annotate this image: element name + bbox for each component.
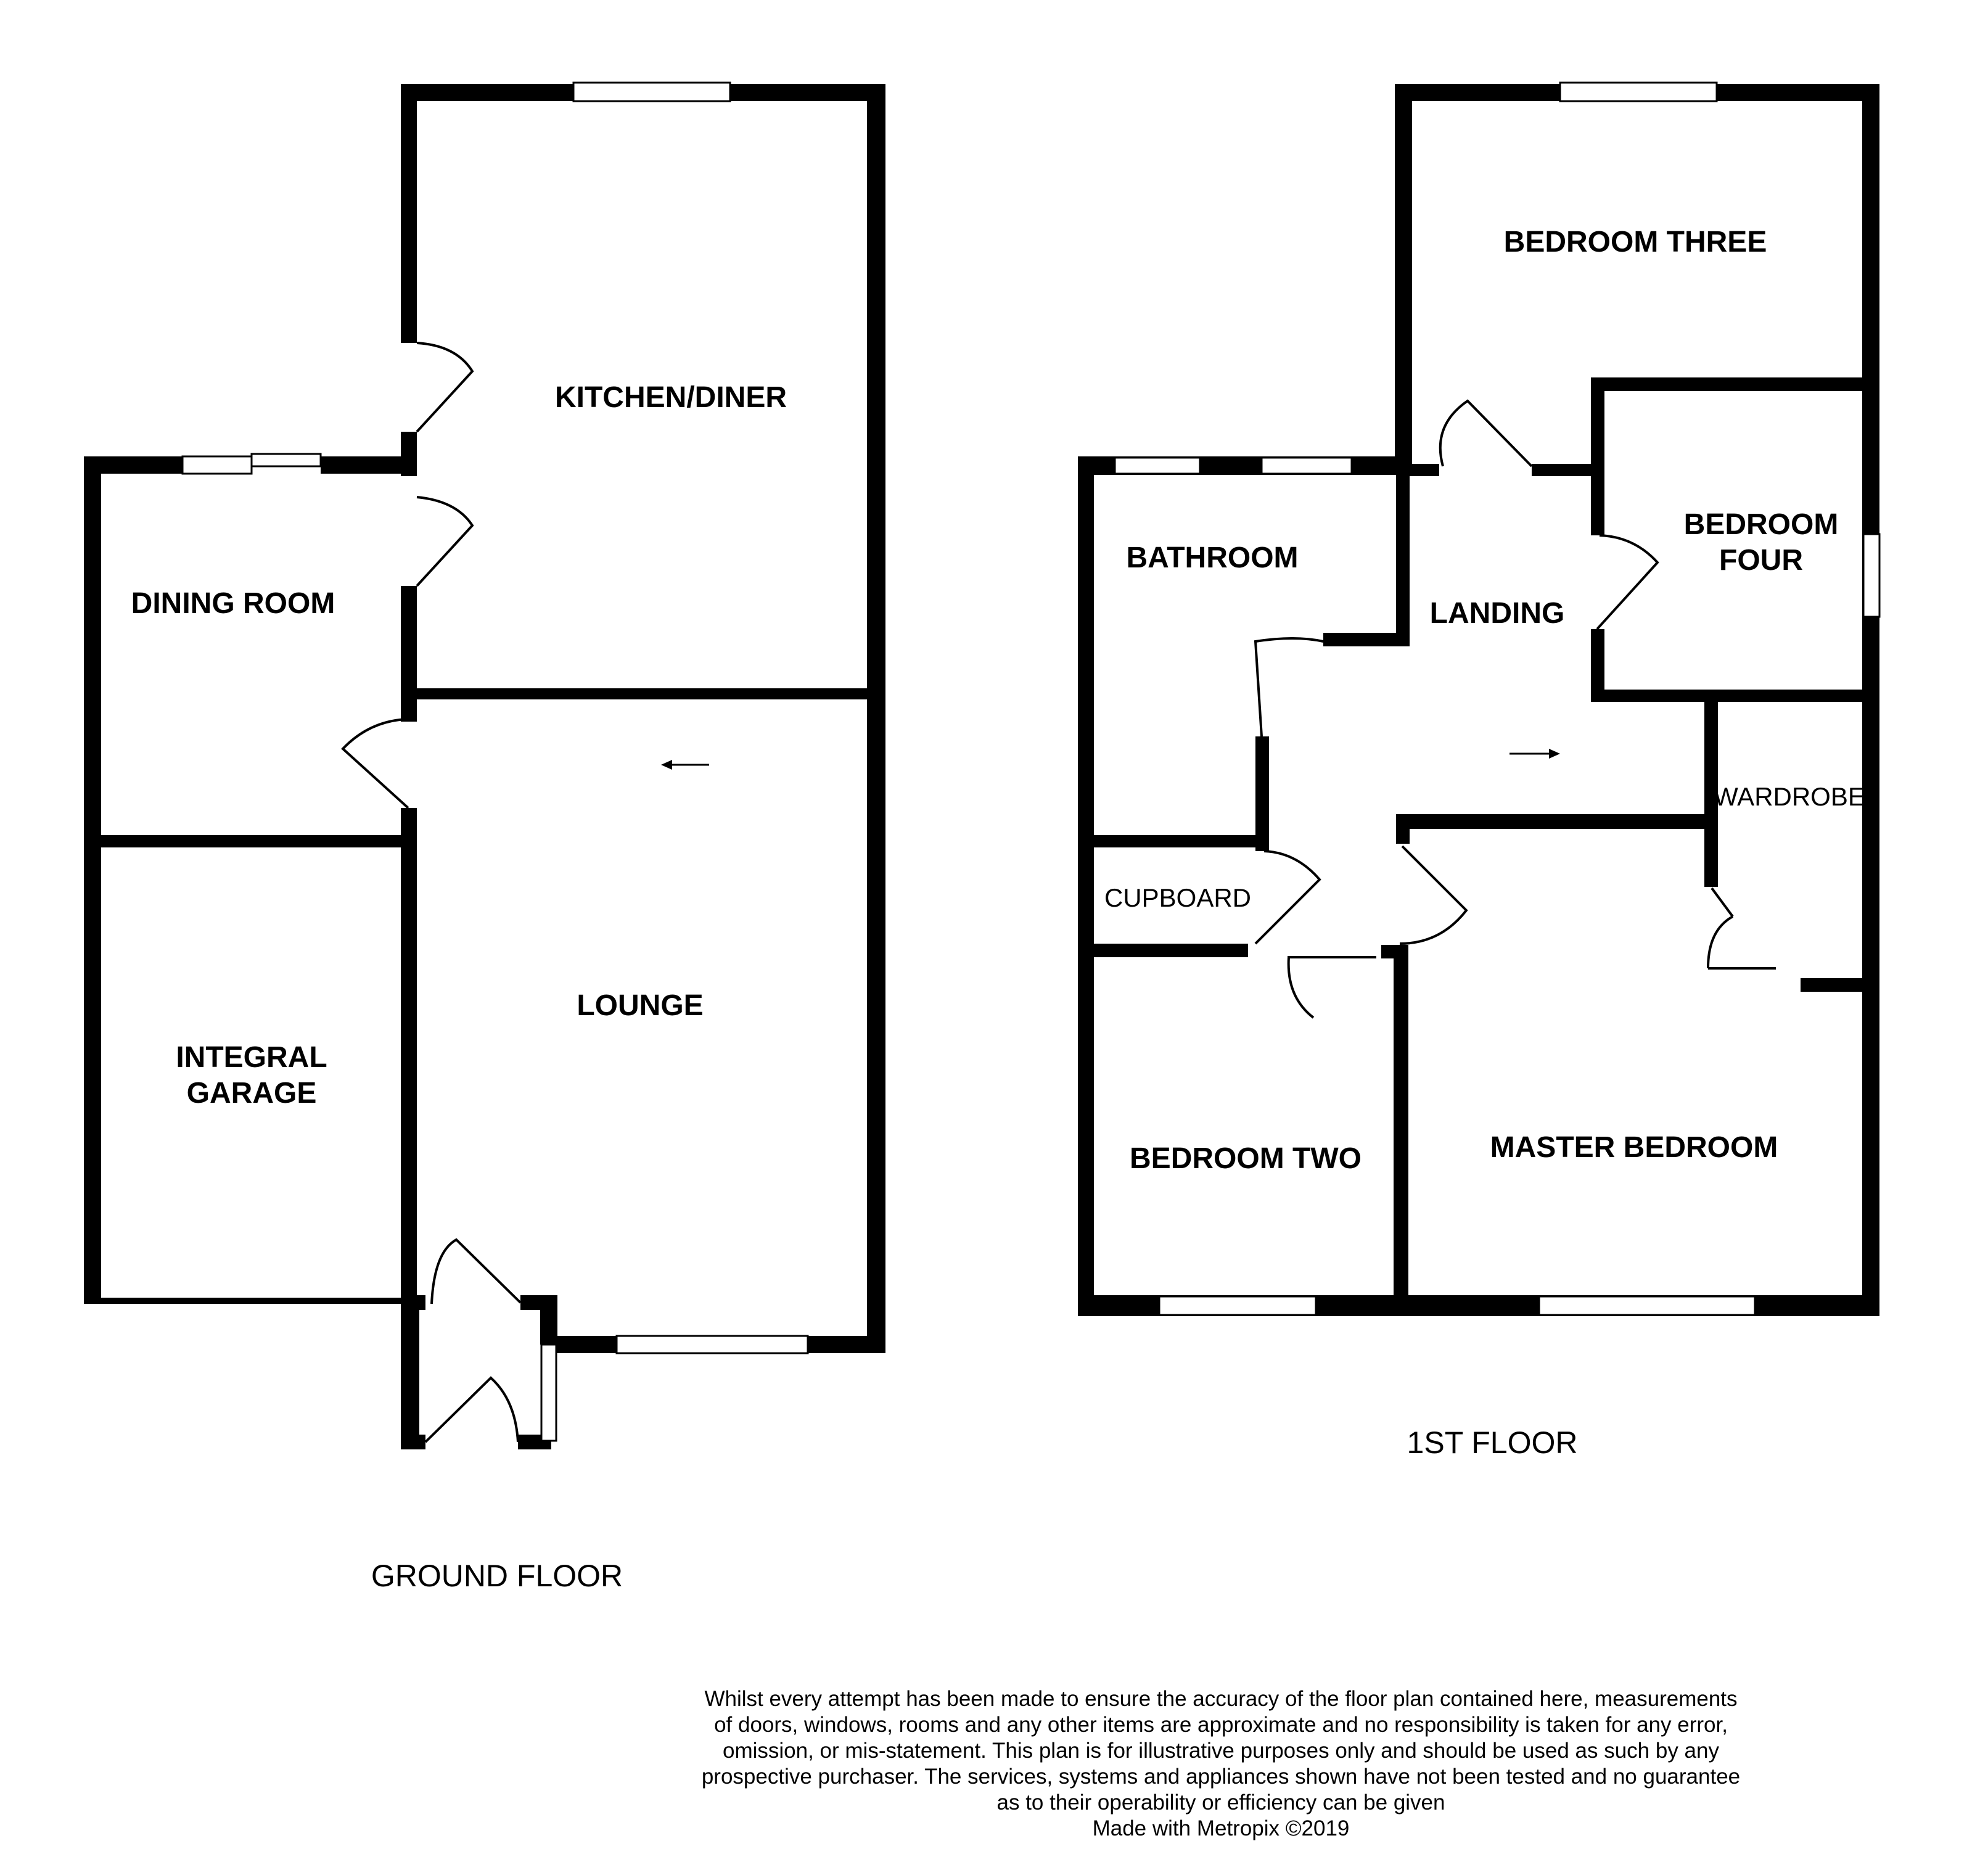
lounge-left-wall	[401, 808, 417, 1312]
porch-left-wall	[401, 1295, 419, 1449]
porch-side-window	[540, 1343, 557, 1442]
lounge-window	[615, 1335, 809, 1354]
bathroom-window-1	[1114, 456, 1201, 475]
bedroom4-door	[1596, 534, 1659, 630]
lounge-porch-door	[430, 1238, 522, 1304]
bedroom4-top-wall	[1591, 377, 1879, 391]
disclaimer-line: Whilst every attempt has been made to en…	[704, 1687, 1738, 1711]
room-label-cupboard: CUPBOARD	[1104, 883, 1251, 912]
bedroom2-window	[1158, 1295, 1317, 1316]
wardrobe-door-leaf	[1711, 887, 1734, 918]
room-label-bathroom: BATHROOM	[1126, 542, 1298, 574]
room-label-dining-room: DINING ROOM	[131, 587, 335, 620]
kitchen-left-wall-upper	[401, 84, 417, 343]
cupboard-bottom-wall	[1094, 944, 1248, 957]
room-label-integral-garage-line1: INTEGRAL	[176, 1041, 327, 1074]
landing-top-wall-right	[1532, 464, 1604, 476]
room-label-bedroom-four-line1: BEDROOM	[1684, 508, 1839, 541]
bedroom3-window	[1559, 81, 1718, 102]
wardrobe-left-wall	[1704, 690, 1718, 887]
bathroom-window-2	[1260, 456, 1353, 475]
kitchen-window	[572, 81, 731, 102]
room-label-integral-garage-line2: GARAGE	[187, 1077, 317, 1110]
wardrobe-bottom-wall	[1801, 978, 1879, 992]
dining-lounge-door	[341, 718, 409, 809]
floor-title-ground: GROUND FLOOR	[371, 1559, 623, 1593]
bedroom2-door	[1287, 956, 1376, 1019]
room-label-bedroom-three: BEDROOM THREE	[1504, 226, 1767, 258]
bedroom4-left-wall-upper	[1591, 377, 1604, 535]
stairs-arrowhead-ground	[661, 760, 672, 770]
first-left-wall	[1078, 456, 1094, 1316]
master-door	[1399, 845, 1468, 945]
master-top-wall-stub	[1396, 814, 1410, 844]
bedroom4-window	[1862, 533, 1881, 618]
porch-bottom-wall-left	[401, 1435, 425, 1449]
master-top-left-stub	[1381, 945, 1408, 958]
metropix-credit: Made with Metropix ©2019	[1092, 1816, 1350, 1840]
kitchen-back-door	[416, 342, 474, 433]
disclaimer: Whilst every attempt has been made to en…	[641, 1686, 1801, 1842]
garage-bottom-edge	[92, 1298, 407, 1304]
ground-right-wall	[867, 84, 885, 1352]
bedroom2-master-divider	[1394, 945, 1408, 1316]
dining-garage-divider	[84, 835, 417, 847]
bedroom3-door	[1439, 399, 1533, 468]
front-door	[424, 1376, 519, 1443]
stairs-arrowhead-first	[1549, 749, 1560, 759]
room-label-landing: LANDING	[1430, 597, 1565, 630]
bedroom3-left-wall	[1395, 84, 1412, 475]
bedroom4-left-wall-lower	[1591, 629, 1604, 701]
landing-left-wall	[1396, 464, 1410, 646]
bathroom-cupboard-divider	[1094, 835, 1269, 847]
dining-top-wall-right	[321, 456, 417, 474]
landing-top-wall-left	[1402, 464, 1439, 476]
room-label-bedroom-four-line2: FOUR	[1719, 544, 1803, 577]
dining-garage-left-wall	[84, 456, 101, 1304]
floor-title-first: 1ST FLOOR	[1407, 1425, 1578, 1460]
room-label-wardrobe: WARDROBE	[1714, 782, 1865, 811]
master-top-wall	[1396, 814, 1718, 829]
ground-floor-plan: KITCHEN/DINER DINING ROOM INTEGRAL GARAG…	[84, 81, 885, 1593]
room-label-kitchen-diner: KITCHEN/DINER	[555, 381, 787, 414]
bathroom-landing-wall	[1323, 633, 1410, 646]
master-window	[1538, 1295, 1756, 1316]
porch-right-wall-upper	[540, 1295, 557, 1345]
kitchen-lounge-divider	[401, 688, 885, 699]
kitchen-dining-door	[416, 496, 474, 587]
disclaimer-line: omission, or mis-statement. This plan is…	[723, 1739, 1719, 1763]
bathroom-door	[1254, 637, 1324, 737]
bathroom-right-wall-lower	[1255, 736, 1269, 851]
wardrobe-door	[1707, 915, 1733, 969]
disclaimer-line: as to their operability or efficiency ca…	[996, 1790, 1445, 1815]
room-label-lounge: LOUNGE	[577, 989, 703, 1022]
bedroom4-bottom-wall	[1591, 690, 1879, 702]
disclaimer-line: of doors, windows, rooms and any other i…	[714, 1713, 1728, 1737]
first-floor-plan: BEDROOM THREE BEDROOM FOUR BATHROOM LAND…	[1078, 81, 1881, 1460]
room-label-bedroom-two: BEDROOM TWO	[1130, 1142, 1362, 1175]
room-label-master-bedroom: MASTER BEDROOM	[1490, 1131, 1778, 1164]
dining-patio-door-left	[181, 455, 253, 475]
kitchen-left-wall-lower	[401, 586, 417, 722]
disclaimer-line: prospective purchaser. The services, sys…	[701, 1765, 1741, 1789]
cupboard-door	[1254, 850, 1321, 945]
dining-patio-door-right	[250, 453, 322, 468]
